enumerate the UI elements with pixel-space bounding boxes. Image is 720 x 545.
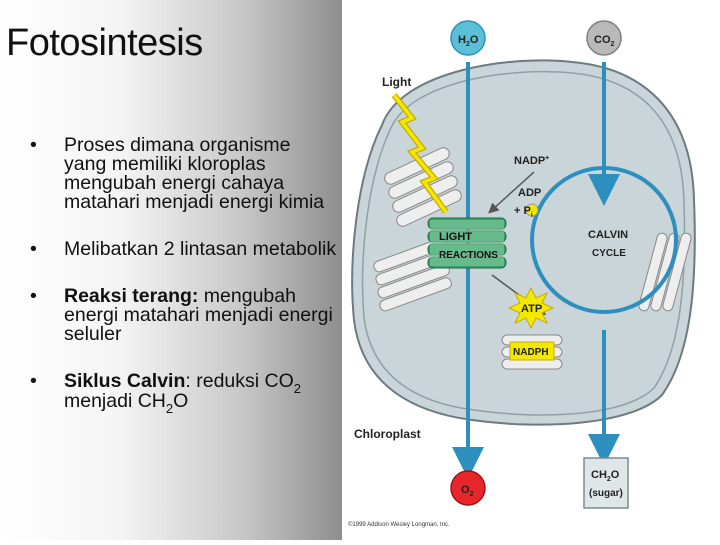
bullet-text: Melibatkan 2 lintasan metabolik xyxy=(64,238,337,260)
bullet-text: mengubah energi matahari menjadi energi … xyxy=(64,285,333,345)
sugar-label-1: CH2O xyxy=(591,469,620,483)
light-label: Light xyxy=(382,75,411,89)
bullet-item-3: • Reaksi terang: mengubah energi matahar… xyxy=(28,285,338,345)
phosphate-circle xyxy=(525,203,539,217)
h2o-circle xyxy=(450,20,486,56)
co2-label: CO2 xyxy=(594,34,615,48)
photosynthesis-diagram: H2O CO2 Light LIGHT REACTIONS NADP+ ADP … xyxy=(348,20,696,528)
grana-stack-left-bottom xyxy=(373,238,452,312)
nadp-return-arrow xyxy=(488,171,535,214)
bullet-text-3: O xyxy=(173,390,189,412)
nadp-label: NADP+ xyxy=(514,155,549,167)
o2-label: O2 xyxy=(461,484,474,498)
lightning-bolt-fill xyxy=(392,93,448,214)
light-reactions-label-box xyxy=(430,220,504,266)
calvin-cycle-label-2: CYCLE xyxy=(592,248,626,259)
subscript: 2 xyxy=(165,401,174,416)
bullet-text-2: menjadi CH xyxy=(64,390,166,412)
diagram-panel: H2O CO2 Light LIGHT REACTIONS NADP+ ADP … xyxy=(342,0,720,540)
text-panel: Fotosintesis • Proses dimana organisme y… xyxy=(0,0,342,540)
bullet-item-4: • Siklus Calvin: reduksi CO2 menjadi CH2… xyxy=(28,370,338,416)
grana-stack-right xyxy=(638,232,692,312)
adp-label: ADP xyxy=(518,187,541,199)
chloroplast-label: Chloroplast xyxy=(354,427,421,441)
bullet-item-2: • Melibatkan 2 lintasan metabolik xyxy=(28,238,338,260)
light-reactions-label-2: REACTIONS xyxy=(439,250,498,261)
nadph-box xyxy=(509,341,555,361)
bullet-dot: • xyxy=(30,370,37,392)
calvin-cycle-label-1: CALVIN xyxy=(588,229,628,241)
bullet-dot: • xyxy=(30,238,37,260)
co2-circle xyxy=(586,20,622,56)
atp-star-icon xyxy=(507,286,555,330)
light-reactions-label-1: LIGHT xyxy=(439,231,472,243)
chloroplast-inner-membrane xyxy=(361,70,686,416)
bullet-dot: • xyxy=(30,285,37,307)
o2-circle xyxy=(450,470,486,506)
bullet-text: : reduksi CO xyxy=(185,370,294,392)
bullet-bold-term: Reaksi terang: xyxy=(64,285,199,307)
nadph-label: NADPH xyxy=(513,347,549,358)
bullet-item-1: • Proses dimana organisme yang memiliki … xyxy=(28,134,338,213)
bullet-text: Proses dimana organisme yang memiliki kl… xyxy=(64,134,325,213)
pi-label: + Pi xyxy=(514,205,533,219)
chloroplast-shape xyxy=(351,59,696,426)
subscript: 2 xyxy=(293,381,301,396)
calvin-cycle-ring xyxy=(530,166,678,314)
sugar-label-2: (sugar) xyxy=(589,488,623,499)
bullet-dot: • xyxy=(30,134,37,156)
atp-label: ATP xyxy=(521,303,542,315)
bullet-bold-term: Siklus Calvin xyxy=(64,370,186,392)
bullet-list: • Proses dimana organisme yang memiliki … xyxy=(28,134,338,440)
sugar-box xyxy=(583,457,629,509)
copyright-text: ©1999 Addison Wesley Longman, Inc. xyxy=(348,521,450,528)
page-title: Fotosintesis xyxy=(6,22,203,64)
h2o-label: H2O xyxy=(458,34,479,48)
